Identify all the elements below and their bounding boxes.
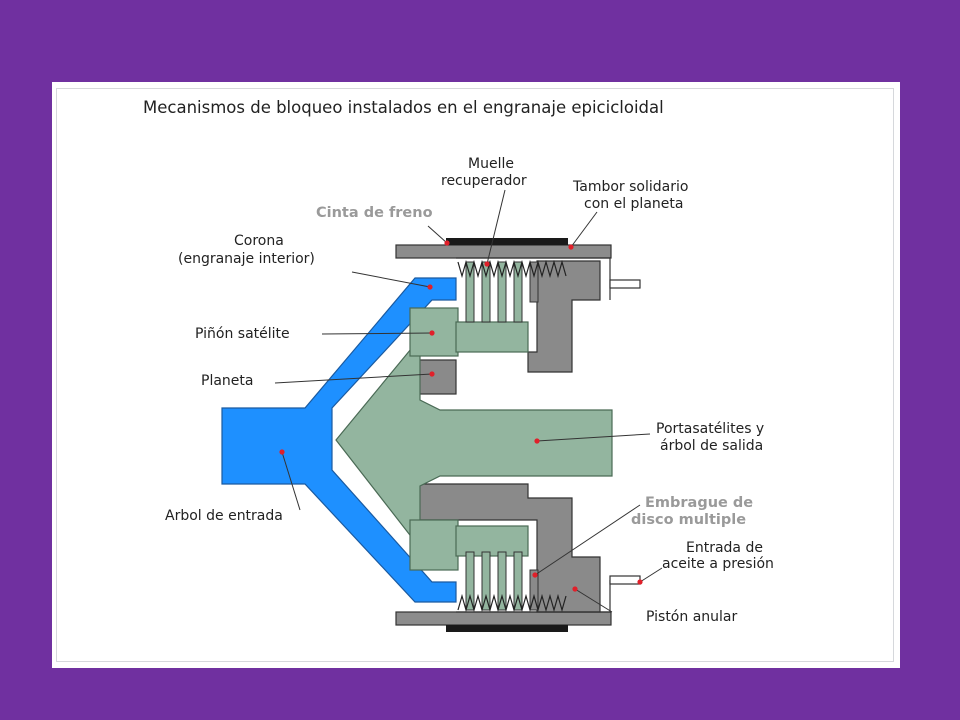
brake-band-bottom: [446, 625, 568, 632]
label-pinon-satelite: Piñón satélite: [195, 326, 290, 342]
label-arbol-entrada: Arbol de entrada: [165, 508, 283, 524]
clutch-discs-lower: [465, 551, 539, 611]
planet-carrier-output-shaft: [335, 336, 613, 550]
label-piston-anular: Pistón anular: [646, 609, 737, 625]
leader-lines: [274, 189, 663, 613]
return-spring-upper: [457, 259, 567, 279]
diagram-panel: [52, 82, 900, 668]
planet-pinion-lower: [409, 519, 459, 571]
housing: [395, 244, 612, 626]
carrier-arm-lower: [455, 525, 529, 557]
label-muelle-line1: Muelle: [468, 156, 514, 172]
label-embrague-line1: Embrague de: [645, 495, 753, 511]
return-spring-lower: [457, 593, 567, 613]
clutch-discs-upper: [465, 261, 539, 323]
label-corona-line1: Corona: [234, 233, 284, 249]
label-embrague-line2: disco multiple: [631, 512, 746, 528]
oil-inlet-pipes: [609, 279, 641, 585]
label-portasatelites-line2: árbol de salida: [660, 438, 763, 454]
label-muelle-line2: recuperador: [441, 173, 527, 189]
label-entrada-aceite-line1: Entrada de: [686, 540, 763, 556]
label-entrada-aceite-line2: aceite a presión: [662, 556, 774, 572]
diagram-title: Mecanismos de bloqueo instalados en el e…: [143, 98, 664, 117]
label-tambor-line1: Tambor solidario: [572, 179, 688, 195]
input-shaft: [221, 277, 457, 603]
carrier-arm-upper: [455, 321, 529, 353]
label-corona-line2: (engranaje interior): [178, 251, 315, 267]
brake-band-top: [446, 238, 568, 245]
label-portasatelites-line1: Portasatélites y: [656, 421, 764, 437]
pointer-dots: [279, 240, 643, 592]
housing-outline: [456, 257, 611, 613]
diagram-frame: [56, 88, 894, 662]
label-cinta-freno: Cinta de freno: [316, 205, 433, 221]
label-tambor-line2: con el planeta: [584, 196, 683, 212]
label-planeta: Planeta: [201, 373, 253, 389]
